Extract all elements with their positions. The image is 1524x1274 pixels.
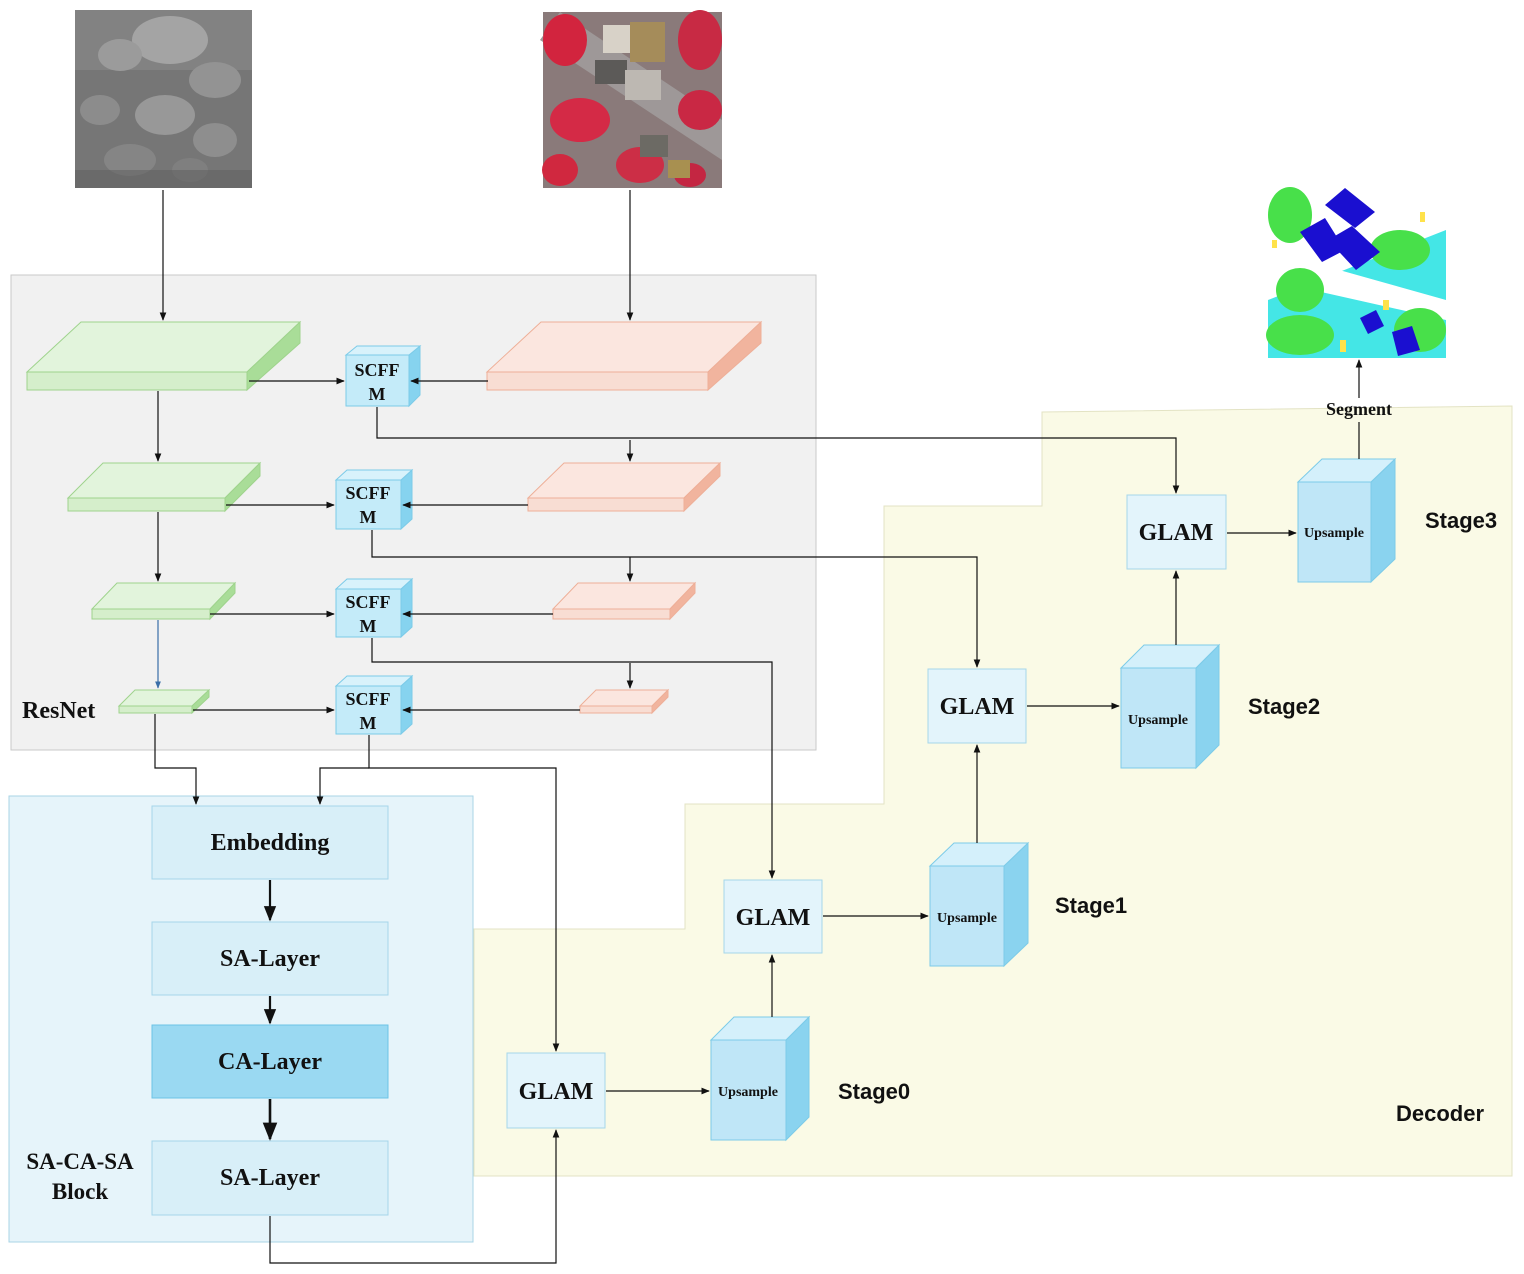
stage2-label: Stage2 xyxy=(1248,694,1320,719)
svg-text:SA-Layer: SA-Layer xyxy=(220,1165,320,1191)
svg-text:GLAM: GLAM xyxy=(519,1079,594,1105)
svg-text:SA-Layer: SA-Layer xyxy=(220,946,320,972)
depth-feature-slab-3 xyxy=(90,581,237,621)
stage1-label: Stage1 xyxy=(1055,893,1127,918)
stage0-label: Stage0 xyxy=(838,1079,910,1104)
irrg-feature-slab-1 xyxy=(485,320,763,392)
scffm-module-4: SCFF M xyxy=(334,674,414,736)
depth-feature-slab-1 xyxy=(25,320,302,392)
scffm-2-label-line1: SCFF xyxy=(346,483,391,503)
svg-text:Upsample: Upsample xyxy=(1128,713,1188,728)
svg-text:GLAM: GLAM xyxy=(940,694,1015,720)
depth-feature-slab-4 xyxy=(117,688,211,715)
svg-text:Upsample: Upsample xyxy=(937,911,997,926)
svg-text:Embedding: Embedding xyxy=(211,830,330,856)
svg-text:CA-Layer: CA-Layer xyxy=(218,1049,322,1075)
svg-text:GLAM: GLAM xyxy=(736,905,811,931)
upsample-stage0: Upsample xyxy=(709,1015,811,1142)
glam-stage3: GLAM xyxy=(1126,494,1227,570)
sa-layer-1: SA-Layer xyxy=(151,921,389,996)
depth-feature-slab-2 xyxy=(66,461,262,513)
segmentation-output-image xyxy=(1266,182,1446,358)
decoder-label: Decoder xyxy=(1396,1101,1484,1126)
scffm-module-2: SCFF M xyxy=(334,468,414,531)
ca-layer: CA-Layer xyxy=(151,1024,389,1099)
scffm-1-label-line2: M xyxy=(369,384,386,404)
decoder-region xyxy=(473,405,1513,1177)
svg-text:Upsample: Upsample xyxy=(718,1085,778,1100)
scffm-module-3: SCFF M xyxy=(334,577,414,639)
segment-label: Segment xyxy=(1326,399,1392,419)
scffm-4-label-line2: M xyxy=(360,713,377,733)
scffm-4-label-line1: SCFF xyxy=(346,689,391,709)
scffm-2-label-line2: M xyxy=(360,507,377,527)
irrg-feature-slab-3 xyxy=(551,581,697,621)
irrg-feature-slab-2 xyxy=(526,461,722,513)
scffm-3-label-line2: M xyxy=(360,616,377,636)
glam-stage2: GLAM xyxy=(927,668,1027,744)
scffm-module-1: SCFF M xyxy=(344,344,422,408)
resnet-label: ResNet xyxy=(22,698,95,724)
svg-text:GLAM: GLAM xyxy=(1139,520,1214,546)
irrg-feature-slab-4 xyxy=(578,688,670,715)
scffm-1-label-line1: SCFF xyxy=(355,360,400,380)
connectors xyxy=(154,190,1363,1264)
stage3-label: Stage3 xyxy=(1425,508,1497,533)
scffm-3-label-line1: SCFF xyxy=(346,592,391,612)
upsample-stage1: Upsample xyxy=(928,841,1030,968)
upsample-stage3: Upsample xyxy=(1296,457,1397,584)
svg-text:Upsample: Upsample xyxy=(1304,526,1364,541)
upsample-stage2: Upsample xyxy=(1119,643,1221,770)
depth-input-image xyxy=(75,10,252,188)
sa-layer-2: SA-Layer xyxy=(151,1140,389,1216)
glam-stage0: GLAM xyxy=(506,1052,606,1129)
glam-stage1: GLAM xyxy=(723,879,823,954)
block-label-line1: SA-CA-SA xyxy=(26,1149,134,1174)
irrg-input-image xyxy=(540,10,722,188)
block-label-line2: Block xyxy=(52,1179,108,1204)
embedding-layer: Embedding xyxy=(151,805,389,880)
